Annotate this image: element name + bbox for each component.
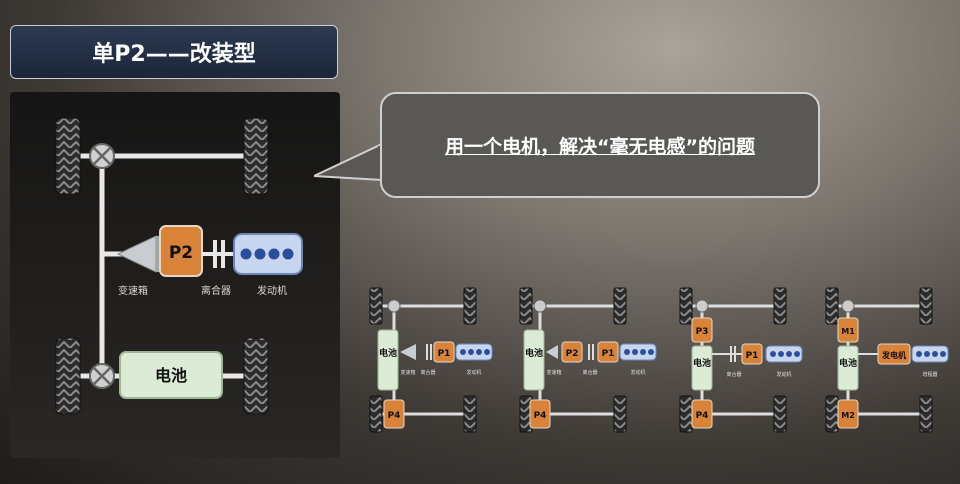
battery-block	[837, 345, 859, 391]
svg-text:M2: M2	[841, 411, 855, 420]
svg-text:变速箱: 变速箱	[546, 369, 561, 376]
p2-motor	[159, 225, 203, 277]
svg-text:发动机: 发动机	[466, 369, 481, 376]
differential-icon	[89, 363, 115, 389]
tire-icon	[55, 337, 81, 415]
title-box: 单P2——改装型	[10, 25, 338, 79]
battery-block	[119, 351, 223, 399]
tire-icon	[243, 117, 269, 195]
battery-label: 电池	[155, 366, 187, 385]
generator-block	[877, 343, 911, 365]
battery-block	[691, 345, 713, 391]
tire-icon	[773, 287, 787, 325]
battery-label: 电池	[379, 347, 397, 359]
tire-icon	[679, 287, 693, 325]
callout-bubble: 用一个电机，解决“毫无电感”的问题	[380, 92, 820, 198]
svg-text:P4: P4	[696, 411, 709, 421]
tire-icon	[369, 287, 383, 325]
svg-text:离合器: 离合器	[420, 369, 435, 376]
callout-pointer	[314, 142, 384, 182]
mini-diagram-2: 电池 P2 P1 变速箱 离合器 发动机 P4	[519, 287, 657, 433]
tire-icon	[679, 395, 693, 433]
svg-text:P1: P1	[602, 349, 615, 359]
tire-icon	[369, 395, 383, 433]
svg-text:电池: 电池	[693, 357, 711, 369]
engine-label: 发动机	[257, 284, 287, 297]
svg-text:离合器: 离合器	[582, 369, 597, 376]
svg-text:M1: M1	[841, 327, 855, 336]
svg-text:增程器: 增程器	[922, 371, 937, 378]
engine-block	[233, 233, 303, 275]
tire-icon	[825, 287, 839, 325]
tire-icon	[919, 287, 933, 325]
tire-icon	[613, 395, 627, 433]
p1-motor	[597, 341, 619, 363]
gearbox-label: 变速箱	[118, 284, 148, 297]
p3-motor	[691, 317, 713, 343]
svg-text:电池: 电池	[525, 347, 543, 359]
svg-text:发动机: 发动机	[776, 371, 791, 378]
svg-text:变速箱: 变速箱	[400, 369, 415, 376]
mini-diagram-3: P3 电池 P1 离合器 发动机 P4	[679, 287, 803, 433]
clutch-label: 离合器	[201, 284, 231, 297]
svg-text:离合器: 离合器	[726, 371, 741, 378]
svg-text:P4: P4	[534, 411, 547, 421]
p4-motor	[691, 399, 713, 429]
p1-motor	[741, 343, 763, 365]
differential-icon	[841, 299, 855, 313]
svg-text:P3: P3	[696, 327, 709, 337]
battery-block	[377, 329, 399, 391]
tire-icon	[243, 337, 269, 415]
differential-icon	[533, 299, 547, 313]
tire-icon	[919, 395, 933, 433]
p2-label: P2	[169, 243, 193, 263]
gearbox-icon	[116, 235, 157, 273]
tire-icon	[519, 287, 533, 325]
battery-block	[523, 329, 545, 391]
svg-text:P2: P2	[566, 349, 579, 359]
mini-diagram-4: M1 电池 发电机 增程器 M2	[825, 287, 949, 433]
differential-icon	[387, 299, 401, 313]
tire-icon	[825, 395, 839, 433]
tire-icon	[55, 117, 81, 195]
p1-motor	[433, 341, 455, 363]
svg-text:发动机: 发动机	[630, 369, 645, 376]
m1-motor	[837, 317, 859, 343]
callout-text: 用一个电机，解决“毫无电感”的问题	[445, 135, 755, 158]
tire-icon	[463, 287, 477, 325]
m2-motor	[837, 399, 859, 429]
svg-text:发电机: 发电机	[881, 350, 906, 360]
page-title: 单P2——改装型	[92, 42, 256, 67]
tire-icon	[613, 287, 627, 325]
differential-icon	[89, 143, 115, 169]
differential-icon	[695, 299, 709, 313]
p2-motor	[561, 341, 583, 363]
p4-motor	[529, 399, 551, 429]
svg-text:电池: 电池	[839, 357, 857, 369]
main-diagram: P2 变速箱 离合器 发动机 电池	[55, 117, 303, 415]
tire-icon	[773, 395, 787, 433]
tire-icon	[463, 395, 477, 433]
svg-text:P4: P4	[388, 411, 401, 421]
svg-text:P1: P1	[438, 349, 451, 359]
clutch-icon	[213, 240, 217, 268]
svg-text:P1: P1	[746, 351, 759, 361]
p4-motor	[383, 399, 405, 429]
mini-diagram-1: 电池 P1 变速箱 离合器 发动机 P4	[369, 287, 493, 433]
